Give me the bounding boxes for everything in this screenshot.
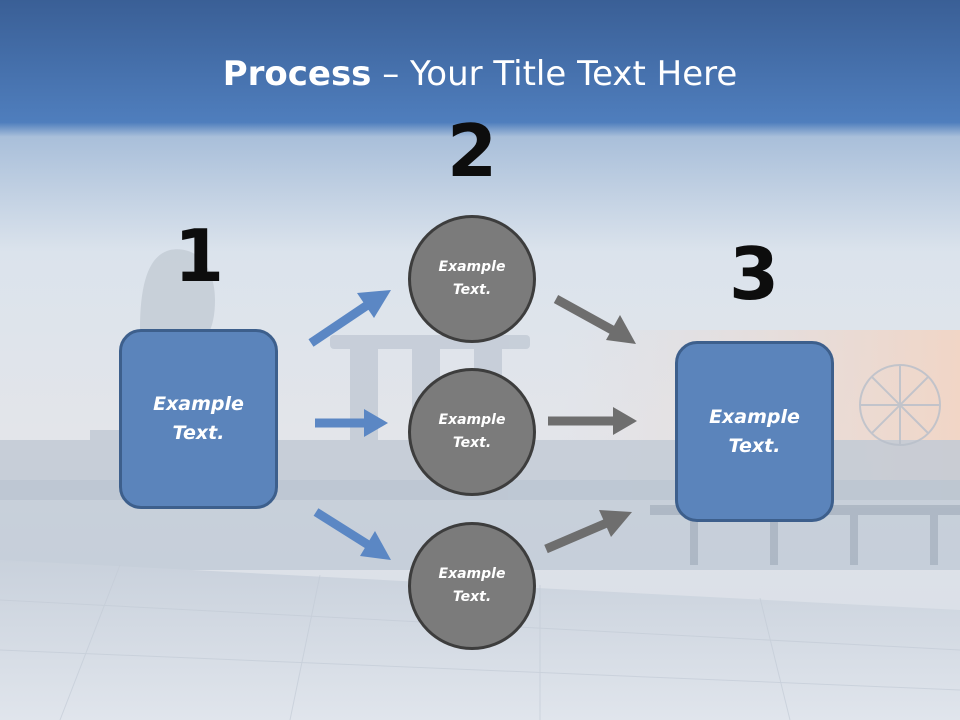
- step-number-3: 3: [728, 232, 780, 316]
- slide-title: Process – Your Title Text Here: [0, 52, 960, 96]
- step-2-circle-middle[interactable]: Example Text.: [408, 368, 536, 496]
- step-1-box[interactable]: Example Text.: [119, 329, 278, 509]
- circle-bottom-label: Example Text.: [438, 566, 506, 605]
- arrow-from-bottom-circle: [544, 510, 632, 554]
- arrow-to-top-circle: [308, 290, 391, 347]
- circle-middle-label: Example Text.: [438, 412, 506, 451]
- step-number-1: 1: [173, 214, 225, 298]
- step-3-label: Example Text.: [709, 405, 800, 457]
- title-bold: Process: [222, 54, 372, 94]
- arrow-from-middle-circle: [548, 407, 637, 435]
- arrow-to-middle-circle: [315, 409, 388, 437]
- arrow-from-top-circle: [553, 295, 636, 344]
- step-1-label: Example Text.: [153, 393, 244, 444]
- step-3-box[interactable]: Example Text.: [675, 341, 834, 522]
- circle-top-label: Example Text.: [438, 259, 506, 298]
- step-2-circle-bottom[interactable]: Example Text.: [408, 522, 536, 650]
- step-number-2: 2: [446, 109, 498, 193]
- arrow-to-bottom-circle: [313, 508, 391, 560]
- title-rest: – Your Title Text Here: [371, 54, 738, 94]
- step-2-circle-top[interactable]: Example Text.: [408, 215, 536, 343]
